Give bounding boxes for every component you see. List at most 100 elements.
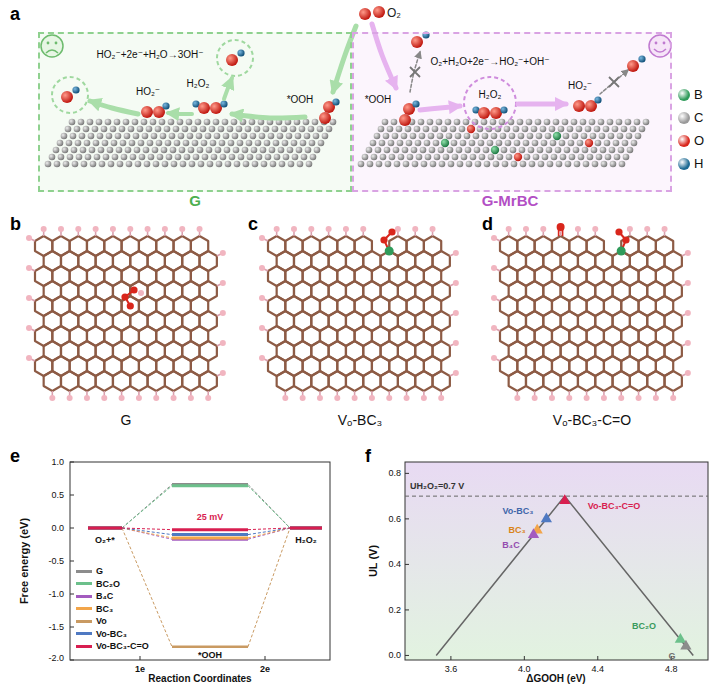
carbon-atom [387, 126, 394, 133]
h-atom [49, 395, 55, 401]
energy-level [88, 527, 122, 530]
carbon-atom [447, 147, 454, 154]
carbon-atom [469, 140, 476, 147]
energy-connector [122, 528, 172, 530]
energy-level [88, 527, 122, 530]
carbon-atom [124, 133, 131, 140]
carbon-atom [263, 126, 270, 133]
carbon-atom [497, 154, 504, 161]
carbon-atom [429, 147, 436, 154]
carbon-atom [466, 161, 473, 168]
carbon-atom [461, 154, 468, 161]
carbon-atom [101, 126, 108, 133]
h-atom [575, 226, 581, 232]
h-atom [136, 395, 142, 401]
carbon-atom [522, 126, 529, 133]
carbon-atom [45, 161, 52, 168]
carbon-atom [236, 126, 243, 133]
carbon-atom [540, 126, 547, 133]
oxygen-atom [127, 302, 134, 309]
carbon-atom [598, 119, 605, 126]
reaction-arrow [232, 114, 305, 118]
carbon-atom [202, 154, 209, 161]
h-atom [75, 226, 81, 232]
carbon-atom [107, 147, 114, 154]
carbon-atom [193, 154, 200, 161]
carbon-atom [75, 140, 82, 147]
h-atom [317, 395, 323, 401]
atom-ball [237, 49, 244, 56]
atom-ball [373, 6, 385, 18]
carbon-atom [87, 119, 94, 126]
h-atom [343, 226, 349, 232]
carbon-atom [243, 161, 250, 168]
data-marker [559, 494, 570, 504]
carbon-atom [231, 119, 238, 126]
carbon-ring [595, 371, 612, 391]
carbon-atom [473, 133, 480, 140]
carbon-atom [162, 161, 169, 168]
carbon-atom [402, 147, 409, 154]
energy-level [172, 483, 248, 486]
carbon-atom [487, 140, 494, 147]
carbon-atom [623, 154, 630, 161]
atom-ball [162, 102, 169, 109]
carbon-atom [272, 126, 279, 133]
h-atom [532, 395, 538, 401]
carbon-atom [133, 133, 140, 140]
carbon-atom [396, 126, 403, 133]
energy-level [290, 527, 322, 530]
face-mouth [46, 50, 58, 53]
h-atom [412, 226, 418, 232]
atom-ball [198, 102, 210, 114]
tick-mark [450, 656, 451, 660]
blocked-mark [609, 77, 619, 87]
carbon-atom [592, 161, 599, 168]
carbon-atom [191, 126, 198, 133]
carbon-atom [474, 147, 481, 154]
carbon-atom [401, 133, 408, 140]
carbon-atom [380, 154, 387, 161]
carbon-atom [412, 161, 419, 168]
molecule [359, 6, 385, 20]
h-atom [523, 226, 529, 232]
panel-letter: e [10, 446, 20, 467]
carbon-atom [605, 154, 612, 161]
face-mouth [654, 49, 666, 52]
h-atom [453, 340, 459, 346]
carbon-atom [129, 140, 136, 147]
h-atom [153, 395, 159, 401]
face-eye [47, 42, 50, 45]
carbon-atom [261, 161, 268, 168]
energy-connector [248, 484, 290, 528]
carbon-atom [93, 140, 100, 147]
carbon-atom [509, 133, 516, 140]
carbon-atom [391, 119, 398, 126]
tick-mark [70, 660, 74, 661]
carbon-atom [612, 126, 619, 133]
legend-text: C [694, 111, 703, 126]
carbon-atom [61, 133, 68, 140]
carbon-atom [108, 161, 115, 168]
carbon-atom [233, 147, 240, 154]
carbon-atom [102, 140, 109, 147]
h-atom [26, 295, 32, 301]
carbon-atom [270, 161, 277, 168]
line-swatch [76, 607, 92, 610]
h-atom [627, 226, 633, 232]
carbon-atom [111, 140, 118, 147]
carbon-atom [130, 154, 137, 161]
carbon-atom [438, 147, 445, 154]
energy-connector [122, 486, 172, 528]
energy-level [290, 527, 322, 530]
atom-swatch [678, 135, 690, 147]
energy-level [290, 527, 322, 530]
tick-label: 4.0 [518, 664, 531, 674]
h-atom [93, 226, 99, 232]
carbon-atom [569, 154, 576, 161]
carbon-atom [71, 147, 78, 154]
carbon-atom [358, 161, 365, 168]
atom-ball [61, 91, 73, 103]
carbon-atom [415, 140, 422, 147]
carbon-atom [639, 126, 646, 133]
